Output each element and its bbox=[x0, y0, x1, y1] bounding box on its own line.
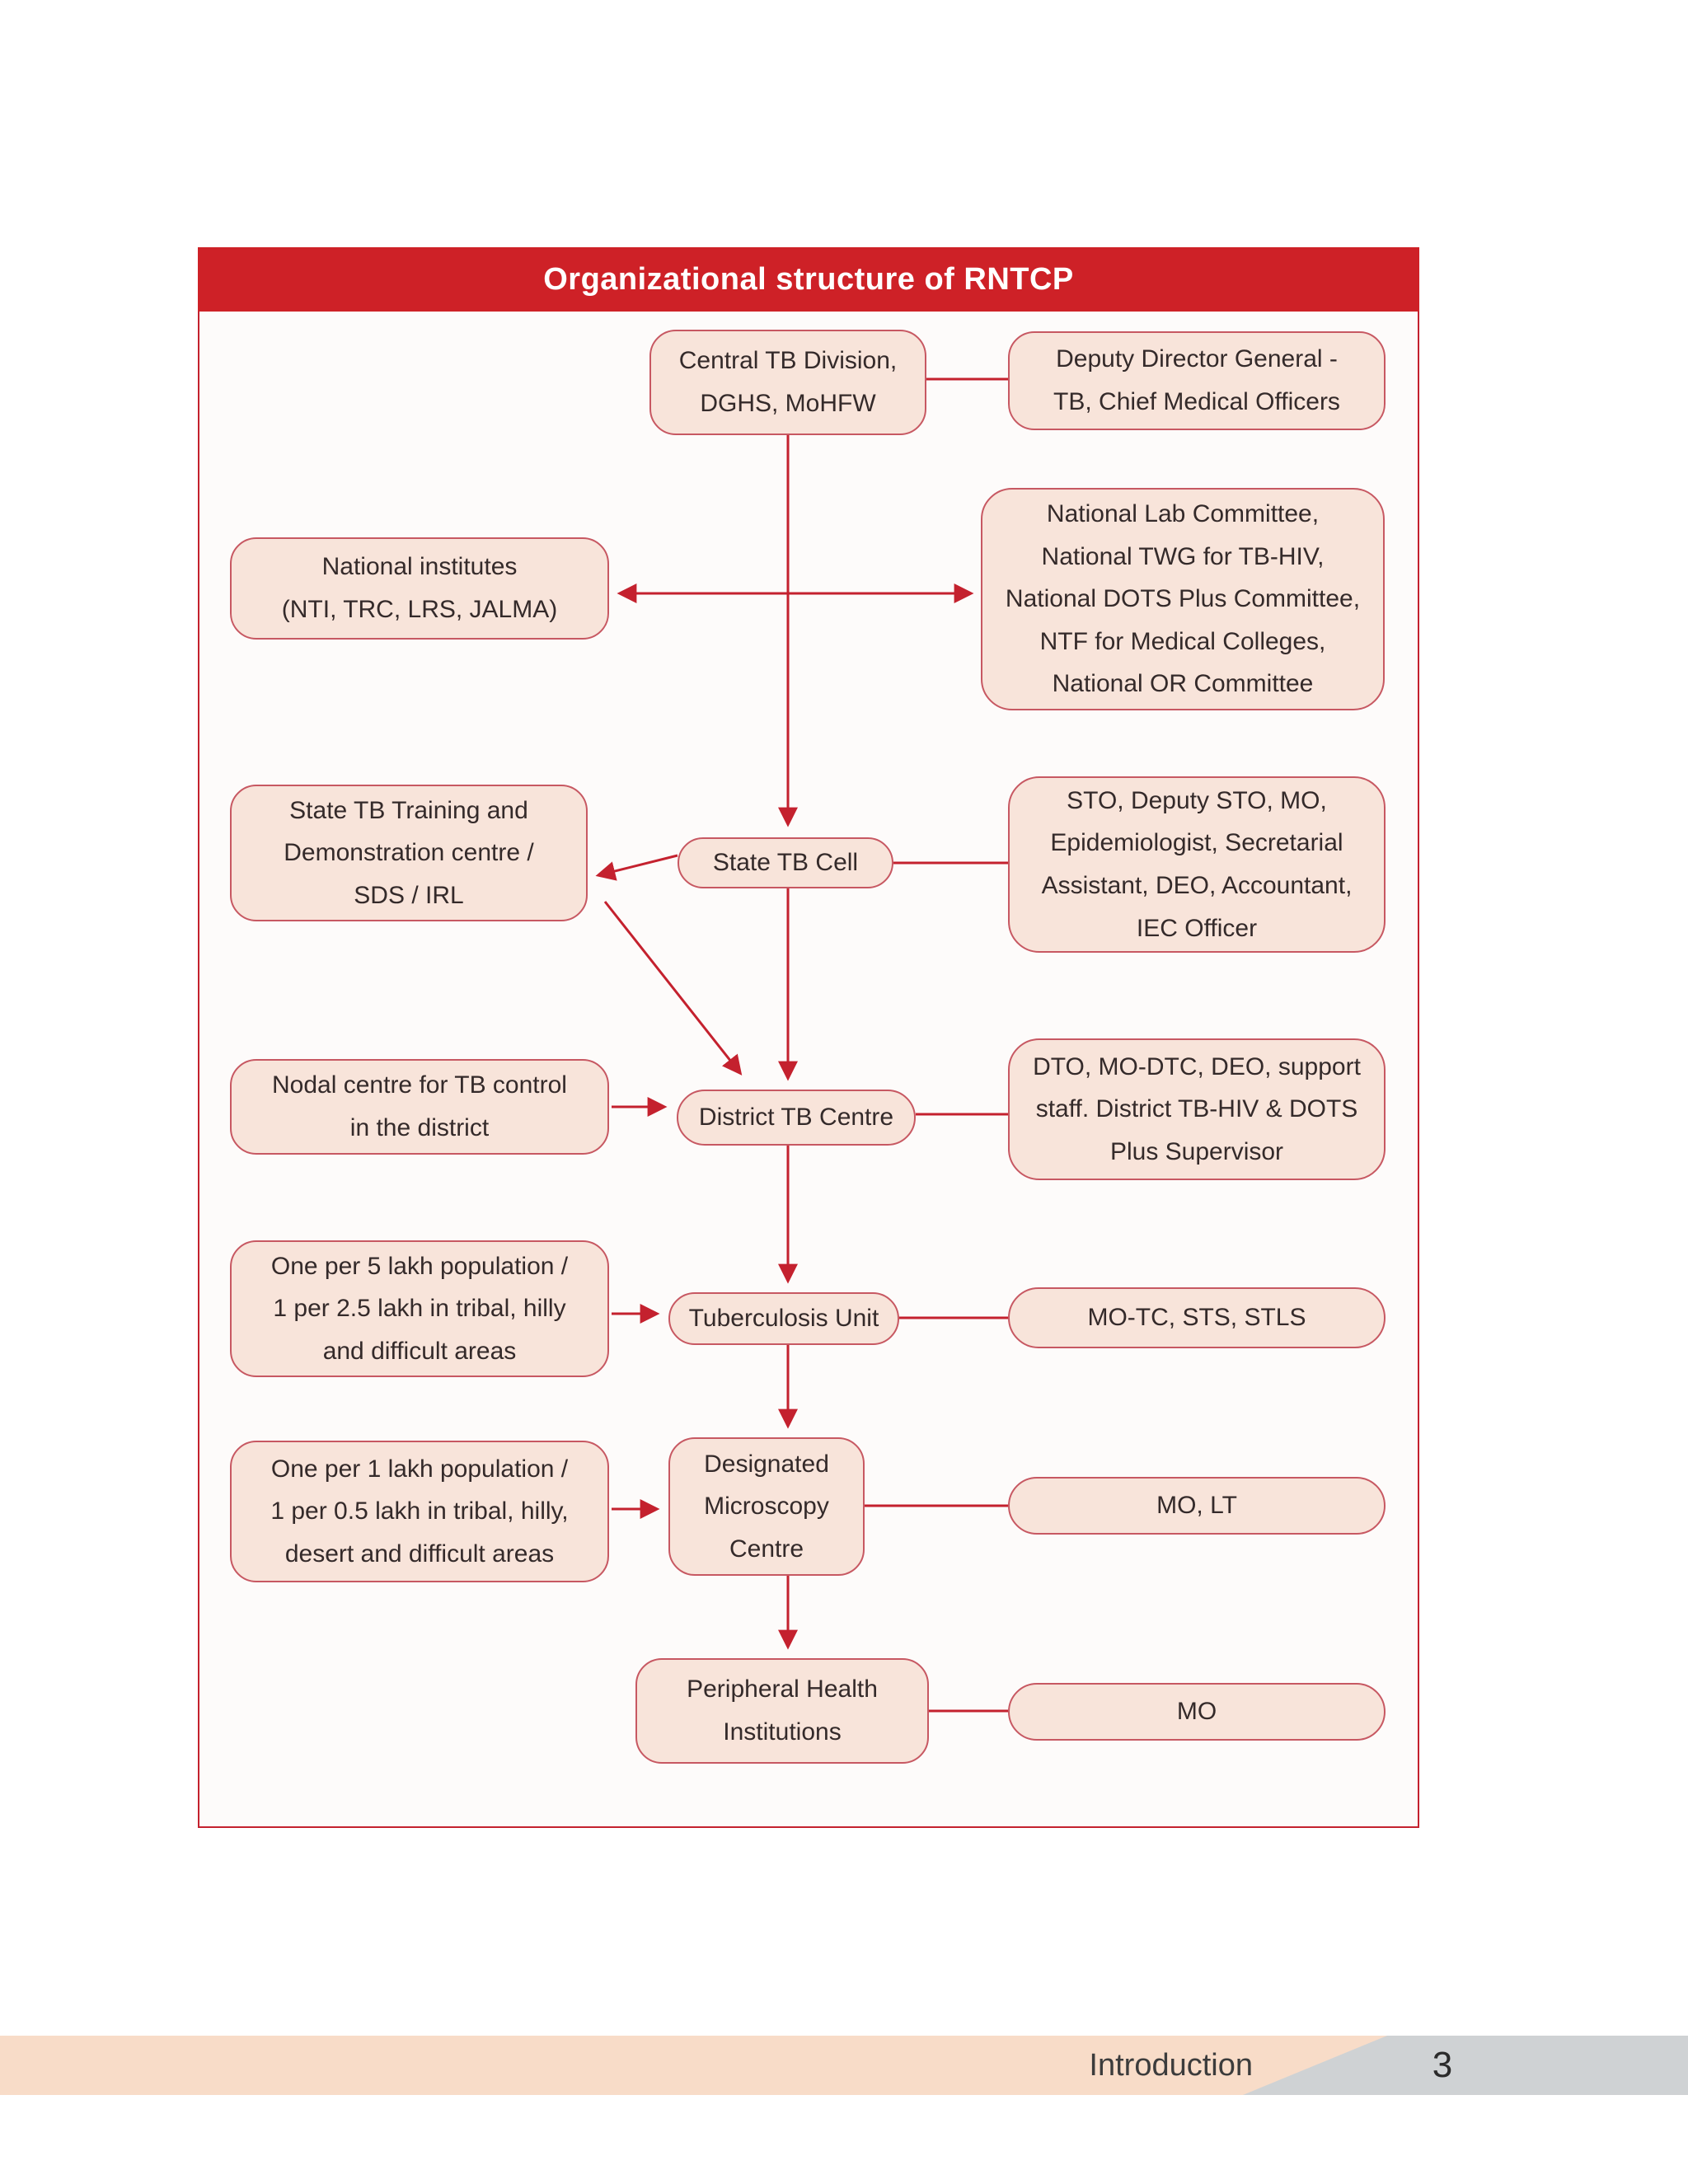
node-peripheral-staff: MO bbox=[1008, 1683, 1386, 1741]
node-district-tb-centre: District TB Centre bbox=[677, 1090, 916, 1146]
footer-band: Introduction 3 bbox=[0, 2036, 1688, 2095]
node-dmc-staff: MO, LT bbox=[1008, 1477, 1386, 1535]
node-central-tb-division: Central TB Division, DGHS, MoHFW bbox=[649, 330, 926, 435]
node-state-tb-cell: State TB Cell bbox=[678, 837, 893, 888]
node-peripheral-health-institutions: Peripheral Health Institutions bbox=[635, 1658, 929, 1764]
diagram-frame bbox=[198, 247, 1419, 1828]
node-tu-staff: MO-TC, STS, STLS bbox=[1008, 1287, 1386, 1348]
footer-section-label: Introduction bbox=[1089, 2047, 1253, 2083]
node-nodal-centre: Nodal centre for TB control in the distr… bbox=[230, 1059, 609, 1155]
diagram-title: Organizational structure of RNTCP bbox=[198, 247, 1419, 312]
node-district-staff: DTO, MO-DTC, DEO, support staff. Distric… bbox=[1008, 1038, 1386, 1180]
node-state-tb-training-centre: State TB Training and Demonstration cent… bbox=[230, 785, 588, 921]
node-deputy-director-general: Deputy Director General - TB, Chief Medi… bbox=[1008, 331, 1386, 430]
node-tuberculosis-unit: Tuberculosis Unit bbox=[668, 1292, 899, 1345]
footer-page-number: 3 bbox=[1432, 2045, 1453, 2085]
node-national-committees: National Lab Committee, National TWG for… bbox=[981, 488, 1385, 710]
node-national-institutes: National institutes (NTI, TRC, LRS, JALM… bbox=[230, 537, 609, 640]
node-state-staff: STO, Deputy STO, MO, Epidemiologist, Sec… bbox=[1008, 776, 1386, 953]
node-dmc-population-norm: One per 1 lakh population / 1 per 0.5 la… bbox=[230, 1441, 609, 1582]
node-designated-microscopy-centre: Designated Microscopy Centre bbox=[668, 1437, 865, 1576]
node-tu-population-norm: One per 5 lakh population / 1 per 2.5 la… bbox=[230, 1240, 609, 1377]
